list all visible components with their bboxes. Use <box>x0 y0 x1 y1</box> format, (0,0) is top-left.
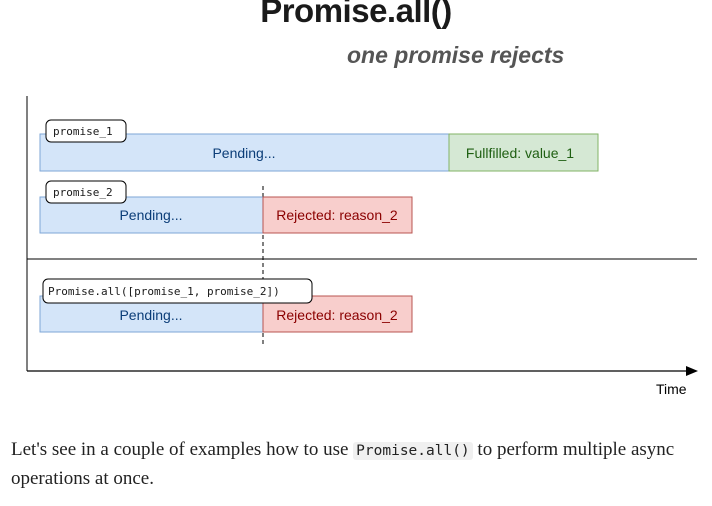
promise-1-label: promise_1 <box>53 125 113 138</box>
promise-2-rejected-bar <box>262 196 413 234</box>
promise-2-pending-text: Pending... <box>119 207 182 223</box>
diagram-subtitle: one promise rejects <box>347 42 565 68</box>
time-axis-arrowhead <box>686 366 698 376</box>
promise-1-label-box <box>45 119 127 143</box>
prose-text-before: Let's see in a couple of examples how to… <box>11 439 354 460</box>
promise-1-fulfilled-bar <box>448 133 599 172</box>
promise-2-label-box <box>45 180 127 204</box>
explanation-paragraph: Let's see in a couple of examples how to… <box>11 436 701 493</box>
time-axis-label: Time <box>656 381 687 397</box>
promise-all-pending-text: Pending... <box>119 307 182 323</box>
promise-1-pending-text: Pending... <box>212 145 275 161</box>
promise-all-label-box <box>42 278 313 304</box>
promise-all-rejected-text: Rejected: reason_2 <box>276 307 398 323</box>
promise-1-fulfilled-text: Fullfilled: value_1 <box>466 145 574 161</box>
promise-all-label: Promise.all([promise_1, promise_2]) <box>48 285 280 298</box>
promise-2-label: promise_2 <box>53 186 113 199</box>
promise-2-rejected-text: Rejected: reason_2 <box>276 207 398 223</box>
prose-text-after: to perform multiple async operations at … <box>11 439 675 489</box>
inline-code: Promise.all() <box>353 442 473 460</box>
diagram-title: Promise.all() <box>260 0 452 29</box>
promise-timeline-diagram: Time Pending... Fullfilled: value_1 prom… <box>26 96 698 397</box>
